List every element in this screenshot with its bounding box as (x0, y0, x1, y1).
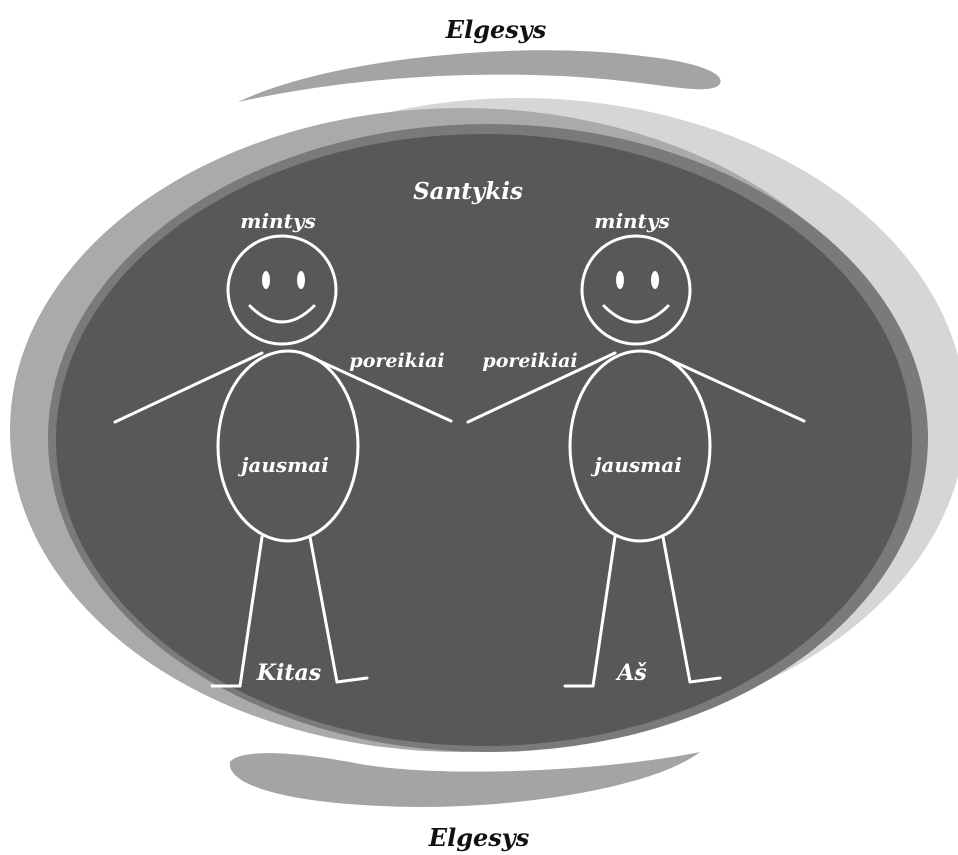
top-swoosh (238, 50, 721, 102)
left-name-label: Kitas (256, 660, 321, 686)
top-title: Elgesys (445, 15, 547, 44)
right-needs-label: poreikiai (482, 350, 577, 372)
bottom-swoosh (230, 752, 700, 807)
center-label: Santykis (413, 178, 523, 205)
bottom-title: Elgesys (428, 823, 530, 852)
inner-ellipse (56, 134, 912, 746)
left-eye-left (262, 271, 270, 289)
left-needs-label: poreikiai (349, 350, 444, 372)
right-eye-right (651, 271, 659, 289)
left-thoughts-label: mintys (240, 209, 315, 233)
left-feelings-label: jausmai (237, 453, 329, 477)
right-name-label: Aš (615, 660, 647, 686)
right-thoughts-label: mintys (594, 209, 669, 233)
right-feelings-label: jausmai (590, 453, 682, 477)
right-eye-left (616, 271, 624, 289)
left-eye-right (297, 271, 305, 289)
